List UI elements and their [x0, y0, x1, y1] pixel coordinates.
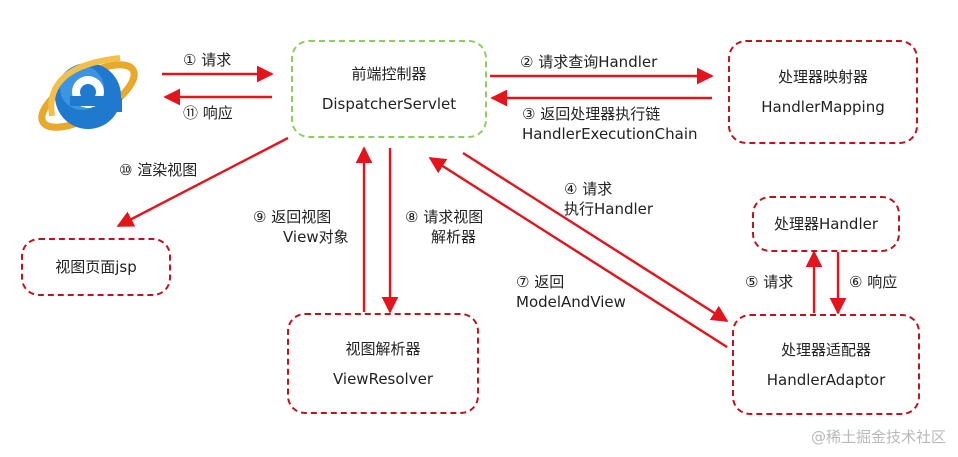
- handler-mapping-subtitle: HandlerMapping: [761, 98, 885, 116]
- watermark: @稀土掘金技术社区: [810, 428, 946, 446]
- label-7-line1: ⑦ 返回: [516, 273, 565, 291]
- label-6-response: ⑥ 响应: [849, 273, 898, 291]
- handler-adaptor-subtitle: HandlerAdaptor: [766, 370, 886, 389]
- arrow-10-render-view: [116, 136, 289, 228]
- handler-box: 处理器Handler: [752, 196, 900, 252]
- handler-adaptor-title: 处理器适配器: [780, 340, 871, 359]
- handler-mapping-title: 处理器映射器: [777, 68, 868, 86]
- label-8-line2: 解析器: [431, 228, 477, 246]
- label-5-request: ⑤ 请求: [745, 273, 794, 291]
- handler-title: 处理器Handler: [773, 215, 879, 233]
- view-resolver-title: 视图解析器: [345, 339, 421, 358]
- label-2-query-handler: ② 请求查询Handler: [520, 53, 658, 71]
- label-4-line1: ④ 请求: [564, 180, 613, 198]
- ie-browser-icon: [38, 55, 138, 131]
- dispatcher-servlet-box: 前端控制器 DispatcherServlet: [291, 40, 487, 138]
- label-4-line2: 执行Handler: [564, 200, 654, 218]
- view-page-box: 视图页面jsp: [21, 238, 171, 296]
- label-7-line2: ModelAndView: [516, 293, 626, 311]
- label-9-line1: ⑨ 返回视图: [253, 208, 332, 226]
- view-resolver-subtitle: ViewResolver: [332, 369, 433, 388]
- handler-mapping-box: 处理器映射器 HandlerMapping: [728, 40, 918, 144]
- handler-adaptor-box: 处理器适配器 HandlerAdaptor: [732, 314, 920, 415]
- view-page-title: 视图页面jsp: [55, 258, 137, 276]
- label-11-response: ⑪ 响应: [183, 104, 233, 122]
- label-3-line2: HandlerExecutionChain: [522, 125, 698, 143]
- label-1-request: ① 请求: [183, 51, 232, 69]
- arrow-4-execute-handler: [462, 151, 729, 323]
- label-8-line1: ⑧ 请求视图: [405, 208, 484, 226]
- arrow-7-return-modelandview: [428, 156, 728, 349]
- label-10-render-view: ⑩ 渲染视图: [119, 161, 198, 179]
- label-9-line2: View对象: [283, 228, 349, 246]
- dispatcher-subtitle: DispatcherServlet: [321, 95, 457, 113]
- dispatcher-title: 前端控制器: [351, 65, 427, 83]
- label-3-line1: ③ 返回处理器执行链: [522, 105, 661, 123]
- view-resolver-box: 视图解析器 ViewResolver: [287, 313, 479, 414]
